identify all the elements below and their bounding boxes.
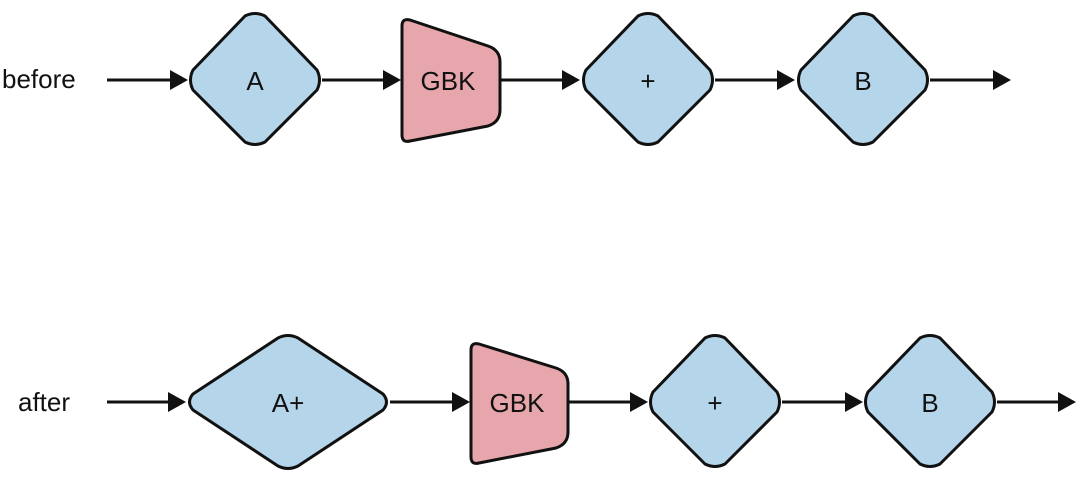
node-before-plus-label: + [640, 66, 655, 96]
row-label-after: after [18, 387, 70, 417]
node-before-a [189, 12, 321, 146]
arrowhead-before-gbk-plus [562, 70, 580, 90]
node-after-b-label: B [921, 388, 938, 418]
arrowhead-after-out [1058, 392, 1076, 412]
node-after-plus [649, 334, 781, 468]
node-after-aplus [188, 334, 388, 470]
arrowhead-after-gbk-plus [630, 392, 648, 412]
row-after: after A+ GBK + B [18, 334, 1076, 470]
node-before-gbk [400, 18, 502, 143]
node-before-plus [582, 12, 714, 146]
arrowhead-after-in [168, 392, 186, 412]
arrowhead-after-aplus-gbk [452, 392, 470, 412]
node-before-b [797, 12, 929, 146]
node-after-b [864, 334, 996, 468]
row-before: before A GBK + B [2, 12, 1011, 146]
row-label-before: before [2, 64, 76, 94]
arrowhead-before-a-gbk [383, 70, 401, 90]
node-after-aplus-label: A+ [272, 388, 305, 418]
node-after-plus-label: + [707, 388, 722, 418]
arrowhead-after-plus-b [845, 392, 863, 412]
arrowhead-before-out [993, 70, 1011, 90]
node-before-b-label: B [854, 66, 871, 96]
arrowhead-before-plus-b [777, 70, 795, 90]
node-before-gbk-label: GBK [421, 66, 477, 96]
arrowhead-before-in [170, 70, 188, 90]
node-before-a-label: A [246, 66, 264, 96]
node-after-gbk [469, 342, 570, 465]
node-after-gbk-label: GBK [490, 388, 546, 418]
